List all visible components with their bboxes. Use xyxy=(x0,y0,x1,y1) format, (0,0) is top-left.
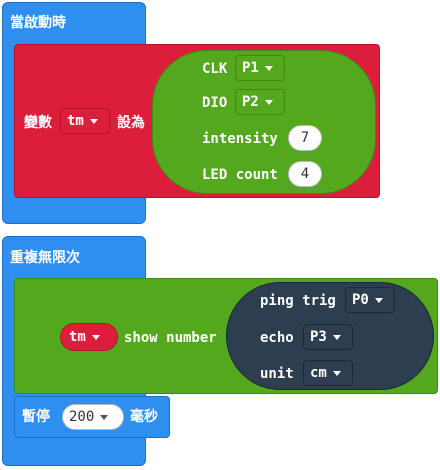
clk-pin-value: P1 xyxy=(242,60,259,76)
tm-variable-pill[interactable]: tm xyxy=(60,323,118,351)
unit-dropdown[interactable]: cm xyxy=(303,360,353,386)
echo-pin-value: P3 xyxy=(310,329,327,345)
echo-pin-dropdown[interactable]: P3 xyxy=(303,324,353,350)
chevron-down-icon xyxy=(374,297,383,303)
chevron-down-icon xyxy=(91,334,100,340)
forever-label: 重複無限次 xyxy=(10,250,80,266)
chevron-down-icon xyxy=(264,65,273,71)
dio-pin-value: P2 xyxy=(242,94,259,110)
dio-pin-dropdown[interactable]: P2 xyxy=(235,89,285,115)
on-start-label: 當啟動時 xyxy=(10,15,66,31)
echo-label: echo xyxy=(260,330,294,346)
dio-label: DIO xyxy=(202,95,228,111)
unit-value: cm xyxy=(310,365,327,381)
led-count-label: LED count xyxy=(202,167,278,183)
ping-trig-label: ping trig xyxy=(260,293,336,309)
clk-label: CLK xyxy=(202,61,228,77)
chevron-down-icon xyxy=(332,370,341,376)
chevron-down-icon xyxy=(332,334,341,340)
clk-pin-dropdown[interactable]: P1 xyxy=(235,55,285,81)
intensity-input[interactable]: 7 xyxy=(288,125,322,151)
trig-pin-dropdown[interactable]: P0 xyxy=(345,287,395,313)
variable-name: tm xyxy=(67,113,84,129)
trig-pin-value: P0 xyxy=(352,292,369,308)
pause-label: 暫停 xyxy=(22,409,50,425)
pause-unit-label: 毫秒 xyxy=(130,409,158,425)
intensity-label: intensity xyxy=(202,131,278,147)
tm-variable-name: tm xyxy=(69,329,86,345)
show-number-label: show number xyxy=(124,330,217,346)
chevron-down-icon xyxy=(89,118,98,124)
pause-duration-value: 200 xyxy=(69,409,95,425)
variable-dropdown[interactable]: tm xyxy=(60,108,110,134)
set-var-label: 變數 xyxy=(24,115,52,131)
chevron-down-icon xyxy=(264,99,273,105)
set-to-label: 設為 xyxy=(117,115,145,131)
chevron-down-icon xyxy=(100,414,109,420)
unit-label: unit xyxy=(260,366,294,382)
led-count-input[interactable]: 4 xyxy=(288,161,322,187)
pause-duration-dropdown[interactable]: 200 xyxy=(62,404,124,430)
